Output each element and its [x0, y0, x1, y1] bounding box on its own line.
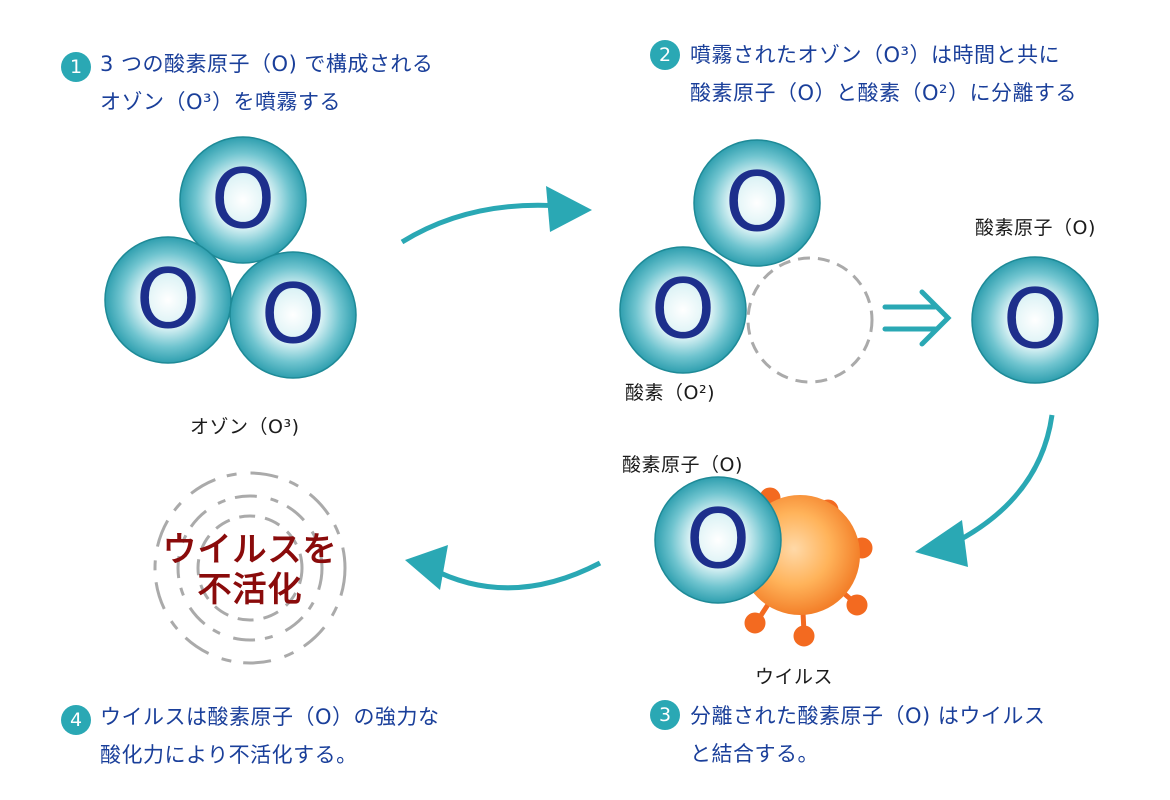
atom-symbol: O	[686, 493, 751, 588]
step-2-text: 噴霧されたオゾン（O³）は時間と共に 酸素原子（O）と酸素（O²）に分離する	[690, 36, 1077, 112]
oxygen-atom: O	[619, 246, 747, 374]
virus-label: ウイルス	[755, 666, 834, 688]
double-arrow-icon	[882, 289, 952, 347]
inactivated-virus-rings	[153, 471, 347, 665]
detached-atom-outline	[746, 256, 874, 384]
free-oxygen-atom: O	[971, 256, 1099, 384]
oxygen-molecule: O O	[619, 139, 821, 374]
step-number-badge: 3	[650, 700, 680, 730]
step-text-line: 噴霧されたオゾン（O³）は時間と共に	[690, 43, 1060, 67]
oxygen-molecule-label: 酸素（O²)	[625, 382, 715, 404]
step-text-line: 3 つの酸素原子（O) で構成される	[100, 52, 434, 76]
step-3-text: 分離された酸素原子（O) はウイルス と結合する。	[690, 697, 1045, 773]
atom-symbol: O	[261, 268, 326, 363]
step-1-text: 3 つの酸素原子（O) で構成される オゾン（O³）を噴霧する	[100, 45, 433, 121]
atom-symbol: O	[725, 156, 790, 251]
inactivate-line: ウイルスを	[162, 530, 338, 570]
step-number-badge: 1	[61, 52, 91, 82]
flow-arrow	[948, 414, 1055, 548]
ozone-molecule: O O O	[104, 136, 357, 379]
atom-symbol: O	[211, 153, 276, 248]
step-text-line: 酸素原子（O）と酸素（O²）に分離する	[690, 81, 1077, 105]
oxygen-atom-label: 酸素原子（O)	[975, 217, 1096, 239]
flow-arrow	[400, 202, 561, 245]
oxygen-atom: O	[229, 251, 357, 379]
oxygen-atom-label: 酸素原子（O)	[622, 454, 743, 476]
oxygen-atom: O	[693, 139, 821, 267]
atom-symbol: O	[136, 253, 201, 348]
flow-arrow	[428, 560, 602, 591]
ozone-label: オゾン（O³)	[190, 416, 300, 438]
step-text-line: 分離された酸素原子（O) はウイルス	[690, 704, 1046, 728]
oxygen-atom: O	[104, 236, 232, 364]
binding-oxygen-atom: O	[654, 476, 782, 604]
step-text-line: 酸化力により不活化する。	[100, 743, 358, 767]
flow-arrow-head	[915, 520, 968, 567]
step-number-badge: 2	[650, 40, 680, 70]
inactivate-text: ウイルスを 不活化	[150, 530, 350, 610]
atom-symbol: O	[651, 263, 716, 358]
step-4-text: ウイルスは酸素原子（O）の強力な 酸化力により不活化する。	[100, 698, 440, 774]
flow-arrow-head	[405, 545, 448, 590]
atom-symbol: O	[1003, 273, 1068, 368]
step-text-line: オゾン（O³）を噴霧する	[100, 90, 341, 114]
flow-arrow-head	[546, 186, 592, 232]
inactivate-line: 不活化	[197, 570, 303, 610]
step-text-line: ウイルスは酸素原子（O）の強力な	[100, 705, 440, 729]
oxygen-atom: O	[179, 136, 307, 264]
step-number-badge: 4	[61, 705, 91, 735]
step-text-line: と結合する。	[690, 742, 819, 766]
